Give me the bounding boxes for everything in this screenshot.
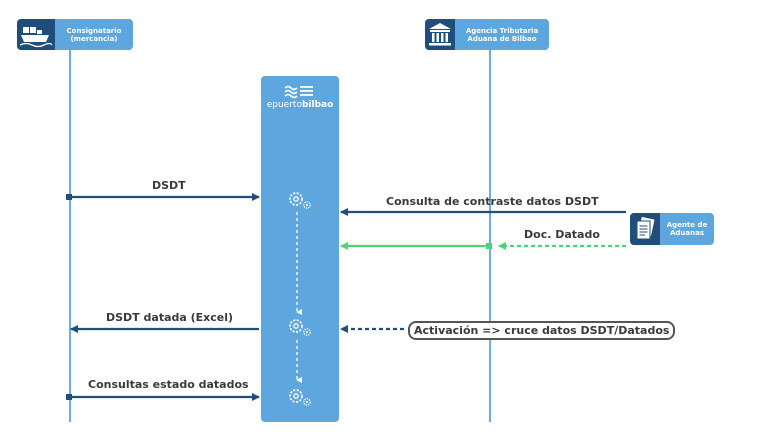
agente-label: Agente de Aduanas (666, 221, 708, 237)
brand-logo: epuertobilbao (262, 100, 338, 110)
gears-icon (289, 389, 311, 406)
agencia-actor: Agencia Tributaria Aduana de Bilbao (425, 19, 549, 50)
documents-icon (636, 216, 655, 240)
dsdt-datada-label: DSDT datada (Excel) (106, 311, 234, 324)
waves-icon (284, 85, 313, 99)
consultas-estado-label: Consultas estado datados (88, 378, 249, 391)
agencia-label: Agencia Tributaria Aduana de Bilbao (465, 26, 539, 43)
agente-actor: Agente de Aduanas (630, 213, 714, 245)
consulta-label: Consulta de contraste datos DSDT (386, 195, 599, 208)
epuertobilbao-bar (261, 76, 339, 422)
brand-suffix: bilbao (301, 100, 334, 110)
consignatario-label: Consignatario (mercancia) (66, 26, 122, 43)
dsdt-label: DSDT (152, 179, 186, 192)
ship-icon (19, 27, 53, 48)
doc-datado-label: Doc. Datado (524, 228, 600, 241)
gears-icon (289, 319, 311, 336)
building-icon-box (425, 19, 455, 50)
agencia-lifeline (489, 50, 491, 422)
consignatario-lifeline (69, 50, 71, 422)
consignatario-actor: Consignatario (mercancia) (17, 19, 133, 50)
government-building-icon (429, 23, 451, 46)
gears-icon (289, 192, 311, 209)
doc-datado-mid-dot (486, 243, 492, 249)
activacion-note: Activación => cruce datos DSDT/Datados (408, 321, 676, 340)
ship-icon-box (17, 19, 55, 50)
documents-icon-box (630, 213, 660, 245)
brand-prefix: epuerto (266, 100, 302, 110)
